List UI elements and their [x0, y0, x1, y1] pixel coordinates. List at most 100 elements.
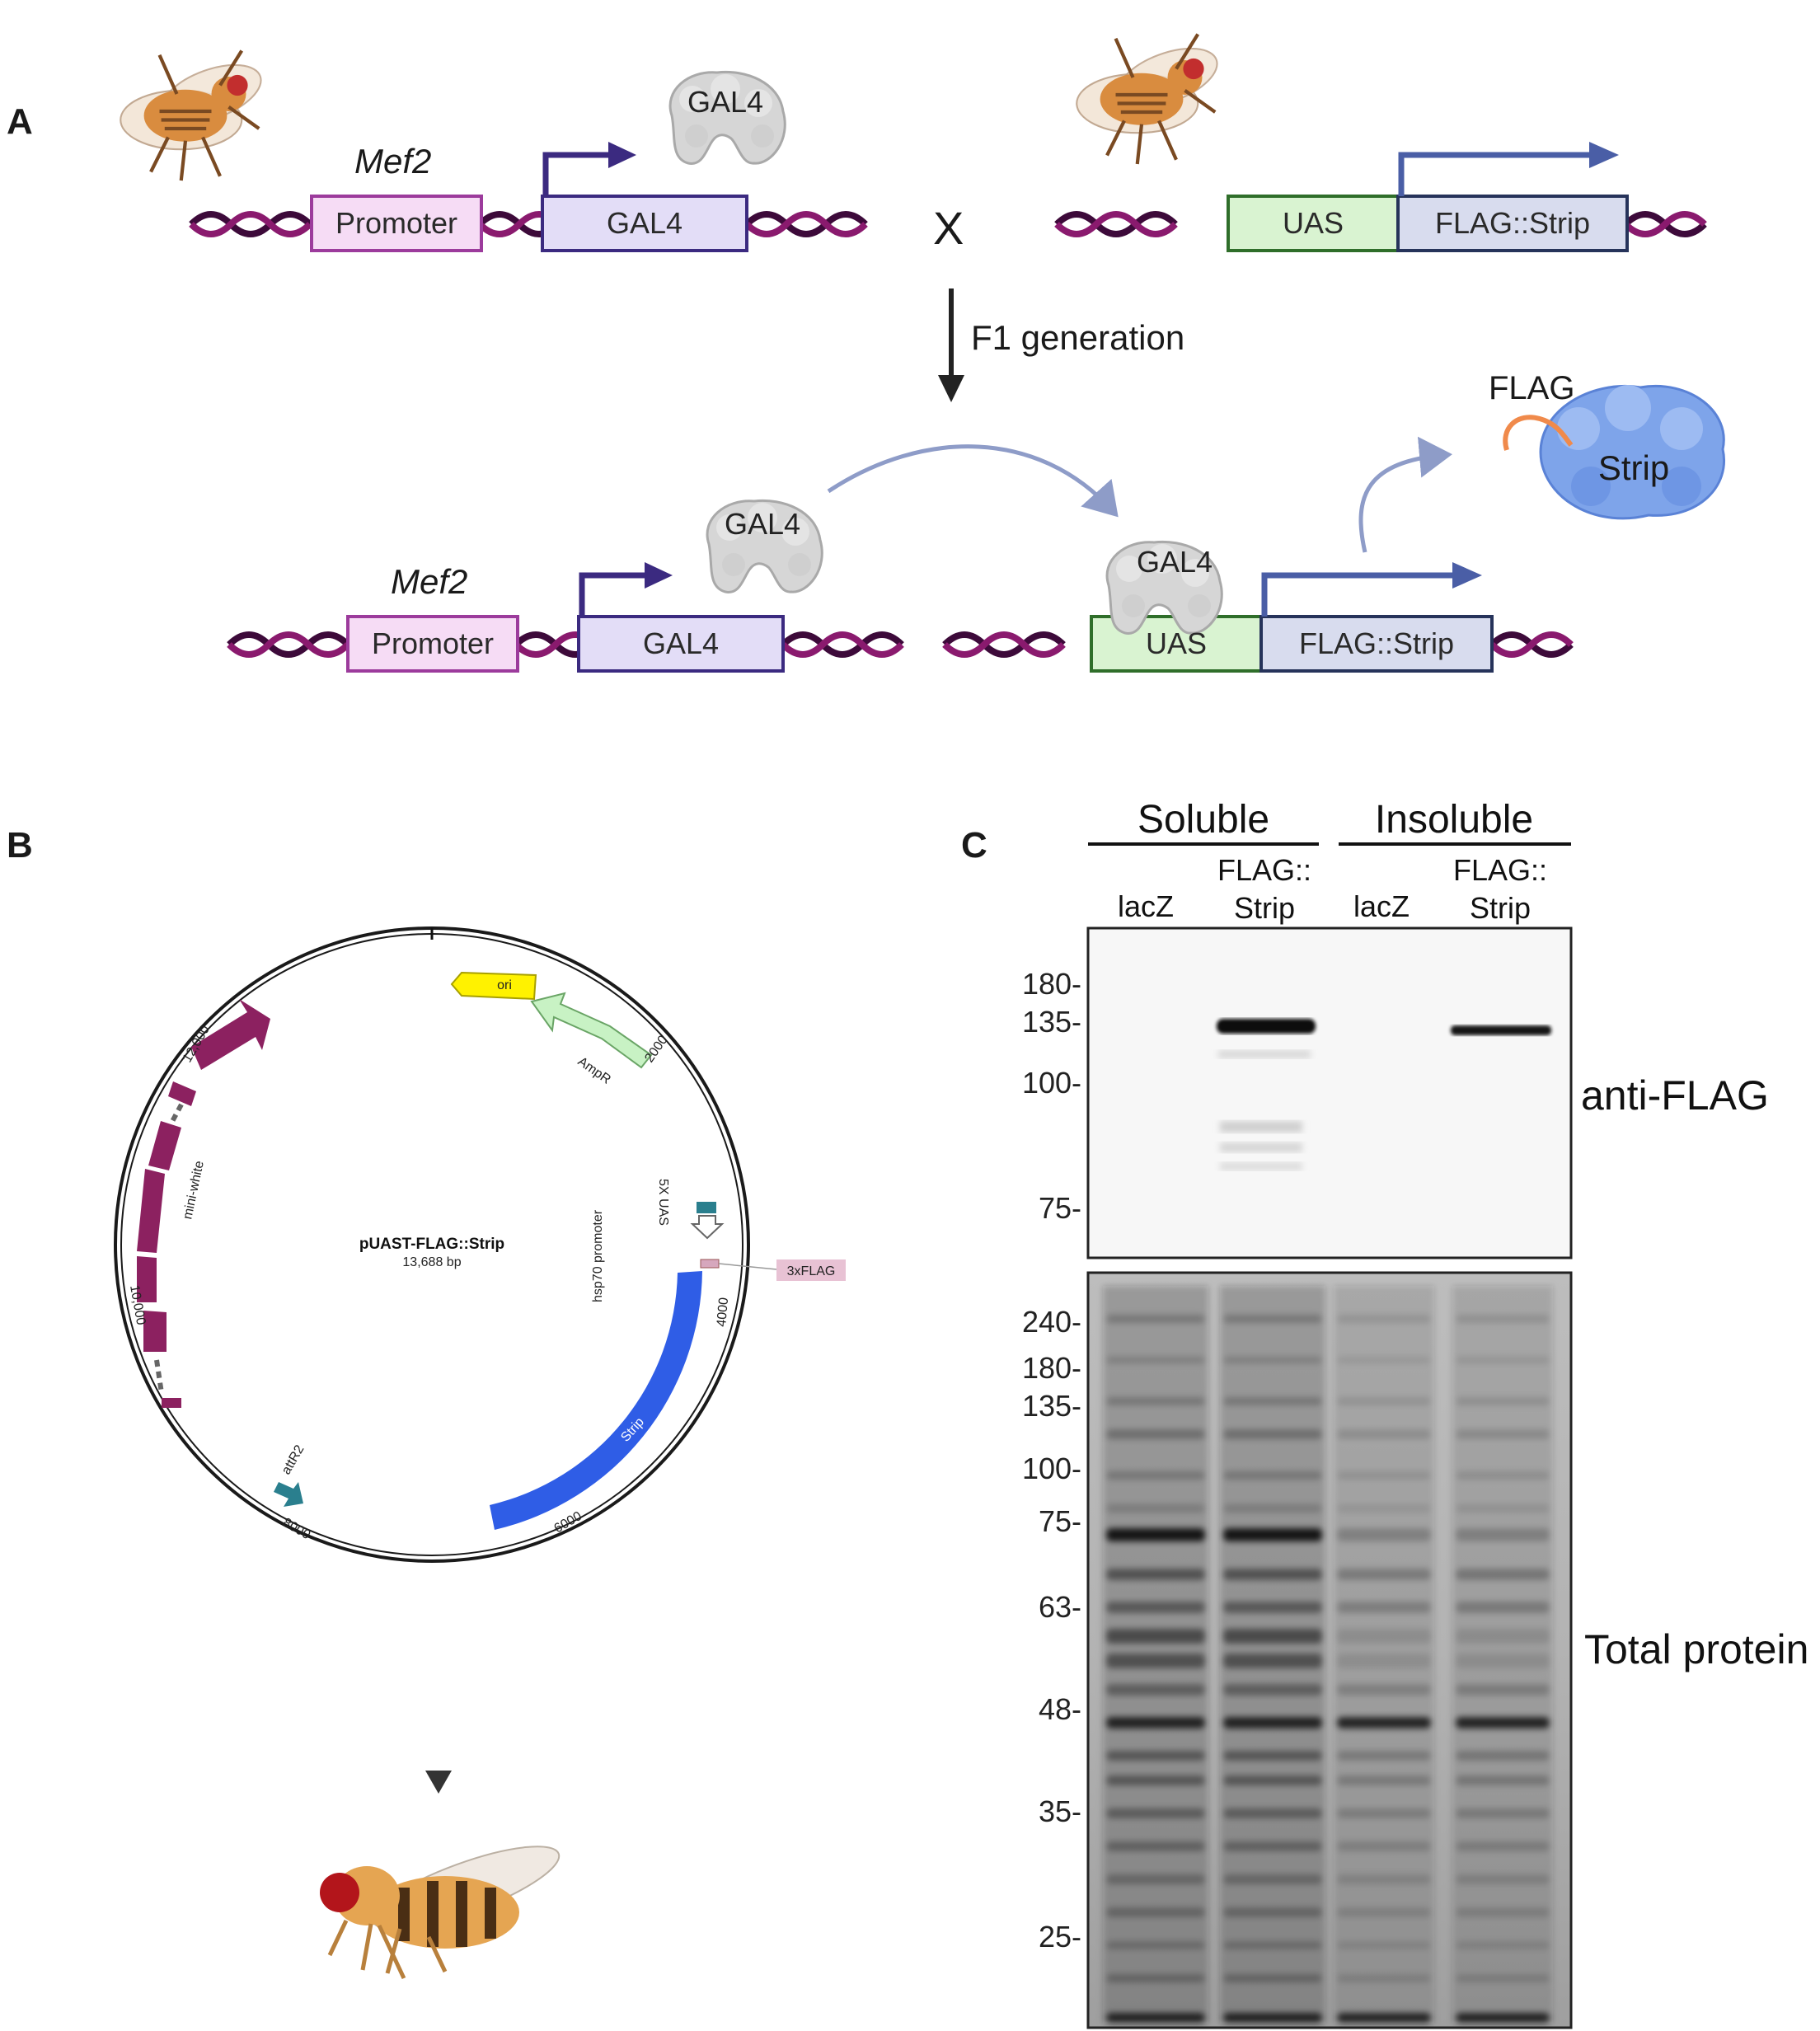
bottom-marker-75: 75-: [1039, 1504, 1081, 1538]
group-insoluble-label: Insoluble: [1375, 798, 1533, 842]
gel-band: [1337, 1808, 1431, 1818]
gel-band: [1223, 1974, 1322, 1982]
plasmid-map: ori AmpR 2000 mini-white 12,000 10,000: [114, 926, 846, 1563]
gel-band: [1106, 1315, 1205, 1323]
gel-band: [1106, 1504, 1205, 1513]
panel-b: B ori AmpR 2000: [7, 825, 846, 1980]
gel-band: [1456, 1629, 1550, 1644]
gel-band: [1223, 1471, 1322, 1480]
gel-band: [1456, 1429, 1550, 1439]
gel-band: [1106, 1751, 1205, 1761]
gel-band: [1456, 1653, 1550, 1668]
gel-band: [1337, 1504, 1431, 1513]
total-protein-label: Total protein: [1584, 1626, 1808, 1672]
gel-band: [1337, 1315, 1431, 1323]
gel-band: [1106, 1629, 1205, 1644]
gel-band: [1106, 1874, 1205, 1884]
anti-flag-label: anti-FLAG: [1581, 1072, 1769, 1119]
gal4-binding-curved-arrow: [827, 444, 1119, 518]
ori-feature: [450, 971, 537, 1001]
mef2-label-top: Mef2: [354, 142, 431, 181]
panel-b-label: B: [7, 825, 33, 865]
mef2-label-bottom: Mef2: [391, 562, 467, 601]
gel-band: [1106, 1429, 1205, 1439]
gel-band: [1106, 1653, 1205, 1668]
5x-uas-label: 5X UAS: [656, 1179, 670, 1226]
uas-label-top: UAS: [1283, 206, 1344, 240]
gel-band: [1223, 1602, 1322, 1613]
gel-band: [1223, 1874, 1322, 1884]
gel-band: [1106, 1717, 1205, 1728]
flag-strip-label-bottom: FLAG::Strip: [1299, 626, 1454, 660]
gel-band: [1456, 1504, 1550, 1513]
f1-generation-label: F1 generation: [971, 318, 1184, 357]
gel-band: [1106, 1974, 1205, 1982]
gel-band: [1337, 1684, 1431, 1696]
flag-tag-label: FLAG: [1489, 370, 1574, 406]
total-protein-gel: [1086, 1271, 1573, 2029]
gel-band: [1223, 1941, 1322, 1949]
bottom-marker-63: 63-: [1039, 1590, 1081, 1624]
gel-band: [1456, 1315, 1550, 1323]
dna-helix-bottom-right: [942, 631, 1574, 658]
anti-flag-band-lane4: [1451, 1025, 1551, 1035]
gel-band: [1223, 1684, 1322, 1696]
gel-band: [1337, 1974, 1431, 1982]
bottom-marker-135: 135-: [1022, 1389, 1081, 1423]
gel-band: [1106, 1941, 1205, 1949]
gel-band: [1456, 1397, 1550, 1405]
gel-band: [1223, 1397, 1322, 1405]
gel-band: [1456, 1808, 1550, 1818]
cross-symbol: X: [933, 202, 964, 254]
gel-band: [1337, 1941, 1431, 1949]
gel-band: [1223, 1429, 1322, 1439]
gel-band: [1456, 1941, 1550, 1949]
gel-band: [1223, 1775, 1322, 1785]
top-marker-100: 100-: [1022, 1066, 1081, 1100]
transgenic-fly-icon: [320, 1846, 561, 1980]
flag-strip-box-bottom: [1259, 615, 1494, 673]
gel-band: [1337, 1751, 1431, 1761]
transcription-arrow-uas-bottom: [1261, 572, 1454, 617]
gal4-protein-label-bottom: GAL4: [725, 507, 800, 541]
gel-band: [1456, 1874, 1550, 1884]
lane-4-label-line1: FLAG::: [1453, 853, 1547, 887]
gel-band: [1223, 1629, 1322, 1644]
transcription-arrow-uas-top: [1398, 152, 1591, 196]
transcription-arrow-gal4-bottom: [579, 572, 646, 617]
tick-2000: 2000: [642, 1033, 670, 1065]
flag-tag-tail: [1503, 415, 1574, 451]
gel-band: [1456, 1569, 1550, 1580]
tick-4000: 4000: [715, 1297, 731, 1327]
gel-band: [1337, 1397, 1431, 1405]
bottom-marker-25: 25-: [1039, 1920, 1081, 1954]
flag-strip-box-top: [1396, 195, 1629, 252]
gel-band: [1106, 1471, 1205, 1480]
gel-band: [1223, 1504, 1322, 1513]
gal4-label-top: GAL4: [607, 206, 682, 240]
gel-band: [1337, 1471, 1431, 1480]
gel-band: [1223, 1653, 1322, 1668]
top-marker-75: 75-: [1039, 1191, 1081, 1225]
gal4-protein-label-bound: GAL4: [1137, 545, 1213, 579]
uas-label-bottom: UAS: [1146, 626, 1207, 660]
plasmid-size: 13,688 bp: [402, 1255, 461, 1269]
bottom-marker-35: 35-: [1039, 1794, 1081, 1828]
anti-flag-band-lane2: [1217, 1019, 1316, 1170]
gel-band: [1106, 1841, 1205, 1851]
gel-band: [1456, 1717, 1550, 1728]
gal4-box-bottom: [577, 615, 785, 673]
lane-2-label-line2: Strip: [1234, 891, 1295, 925]
gel-band: [1456, 1907, 1550, 1917]
bottom-marker-48: 48-: [1039, 1692, 1081, 1726]
group-soluble-label: Soluble: [1138, 798, 1269, 842]
mini-white-label: mini-white: [181, 1160, 207, 1221]
5x-uas-feature: [697, 1202, 716, 1213]
panel-a-label: A: [7, 101, 33, 142]
gel-band: [1223, 1717, 1322, 1728]
gel-band: [1456, 1841, 1550, 1851]
lane-4-label-line2: Strip: [1470, 891, 1531, 925]
promoter-label-top: Promoter: [335, 206, 457, 240]
3xflag-label: 3xFLAG: [787, 1264, 836, 1278]
gel-band: [1106, 1602, 1205, 1613]
